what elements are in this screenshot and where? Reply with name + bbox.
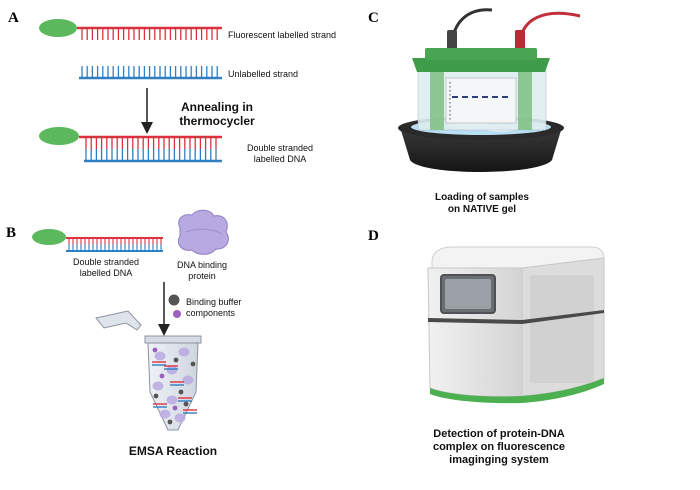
double-stranded-dna-bases [68,238,162,251]
red-cable [518,11,581,47]
protein-label-line2: protein [188,271,216,281]
unlabelled-strand-bases [81,66,218,78]
reaction-mixture [152,347,197,425]
fluorophore-label-icon [39,19,77,37]
dna-binding-protein-icon [177,209,229,255]
panel-letter-b: B [6,225,17,241]
double-stranded-dna-bases [85,137,217,161]
red-electrode-icon [515,30,525,50]
fluorophore-label-icon [32,229,66,245]
detection-caption-line2: complex on fluorescence [432,441,566,453]
black-cable [450,8,493,49]
gel-box-lid [412,58,550,72]
detection-caption: Detection of protein-DNA complex on fluo… [420,428,578,467]
b-dna-label-line1: Double stranded [72,257,140,267]
green-base-stripe [430,378,604,404]
detection-caption-line3: imaginging system [449,454,549,466]
panel-c-artwork [398,8,581,172]
loading-caption: Loading of samples on NATIVE gel [412,192,552,216]
unlabelled-strand-label: Unlabelled strand [228,69,299,79]
annealing-label-line1: Annealing in [181,100,253,114]
buffer-label-line2: components [186,308,236,318]
double-stranded-label-line1: Double stranded [246,143,314,153]
b-dna-label-line2: labelled DNA [79,268,133,278]
b-dna-label: Double stranded labelled DNA [56,257,156,279]
fluorescent-strand-label: Fluorescent labelled strand [228,30,337,40]
fluorophore-label-icon [39,127,79,145]
emsa-reaction-label: EMSA Reaction [128,444,218,458]
annealing-label-line2: thermocycler [179,114,255,128]
annealing-label: Annealing in thermocycler [158,100,276,128]
panel-b-artwork [32,209,229,431]
gel-wells [449,82,508,120]
buffer-label-line1: Binding buffer [186,297,242,307]
protein-label-line1: DNA binding [176,260,228,270]
buffer-label: Binding buffer components [186,297,241,319]
panel-d-artwork [427,246,605,404]
black-electrode-icon [447,30,457,50]
panel-letter-c: C [368,10,379,26]
panel-a-artwork [39,19,222,163]
native-gel [445,77,517,124]
buffer-component-grey-icon [168,294,180,306]
protein-label: DNA binding protein [170,260,234,282]
loading-caption-line1: Loading of samples [435,192,529,203]
panel-letter-d: D [368,228,379,244]
panel-letter-a: A [8,10,19,26]
fluorescent-strand-bases [81,28,218,40]
loading-caption-line2: on NATIVE gel [447,204,517,215]
detection-caption-line1: Detection of protein-DNA [433,428,565,440]
double-stranded-label: Double stranded labelled DNA [230,143,330,165]
double-stranded-label-line2: labelled DNA [253,154,307,164]
buffer-component-purple-icon [173,310,181,318]
tube-lid-icon [95,310,142,331]
